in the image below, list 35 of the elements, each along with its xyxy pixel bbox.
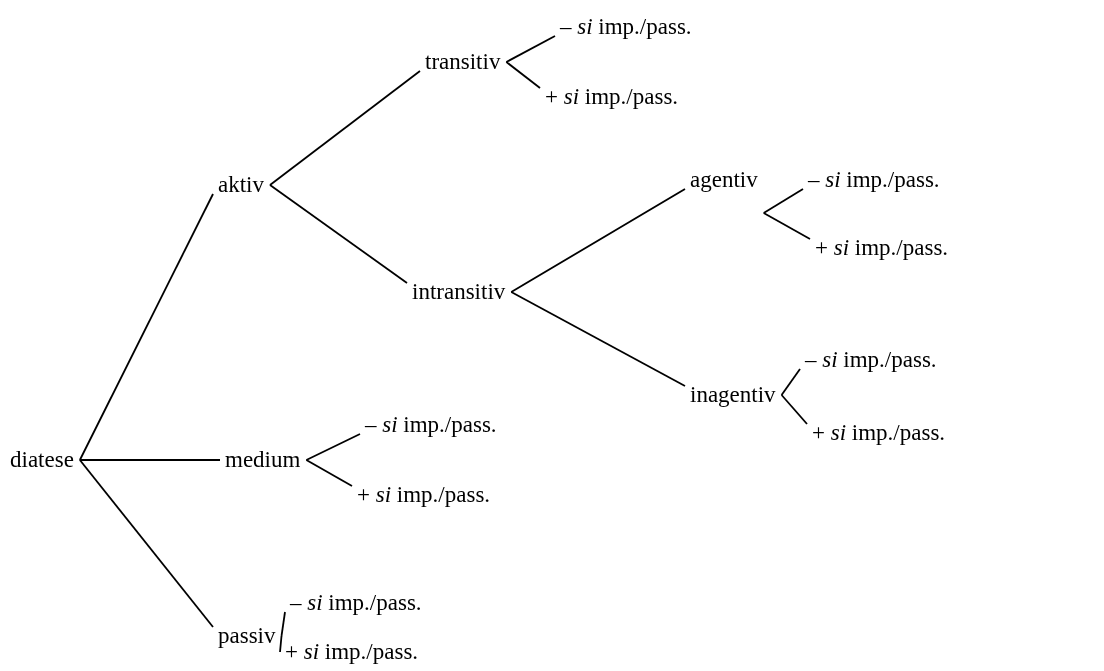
tree-branch-line — [762, 188, 804, 214]
tree-label: – si imp./pass. — [365, 412, 497, 438]
tree-label: – si imp./pass. — [805, 347, 937, 373]
tree-label: medium — [225, 447, 301, 473]
tree-branch-line — [780, 368, 801, 396]
tree-branch-line — [505, 35, 556, 63]
tree-branch-line — [510, 291, 686, 387]
tree-branch-line — [279, 635, 283, 653]
tree-label: – si imp./pass. — [808, 167, 940, 193]
tree-label: + si imp./pass. — [285, 639, 419, 665]
tree-label: + si imp./pass. — [357, 482, 491, 508]
tree-label: – si imp./pass. — [560, 14, 692, 40]
tree-branch-line — [269, 70, 421, 186]
tree-branch-line — [280, 611, 286, 637]
tree-branch-line — [305, 433, 361, 461]
tree-label: passiv — [218, 623, 276, 649]
tree-branch-line — [78, 459, 221, 461]
tree-branch-line — [780, 394, 808, 425]
tree-branch-line — [78, 193, 214, 461]
tree-branch-line — [762, 212, 811, 240]
tree-label: + si imp./pass. — [812, 420, 946, 446]
tree-branch-line — [269, 184, 408, 284]
tree-branch-line — [78, 459, 214, 628]
tree-branch-line — [305, 459, 353, 487]
tree-label: diatese — [10, 447, 74, 473]
tree-label: – si imp./pass. — [290, 590, 422, 616]
tree-branch-line — [505, 61, 541, 89]
tree-label: aktiv — [218, 172, 264, 198]
tree-label: inagentiv — [690, 382, 776, 408]
tree-label: + si imp./pass. — [545, 84, 679, 110]
tree-label: intransitiv — [412, 279, 506, 305]
tree-label: + si imp./pass. — [815, 235, 949, 261]
tree-branch-line — [510, 188, 686, 293]
tree-label: transitiv — [425, 49, 501, 75]
tree-label: agentiv — [690, 167, 758, 193]
